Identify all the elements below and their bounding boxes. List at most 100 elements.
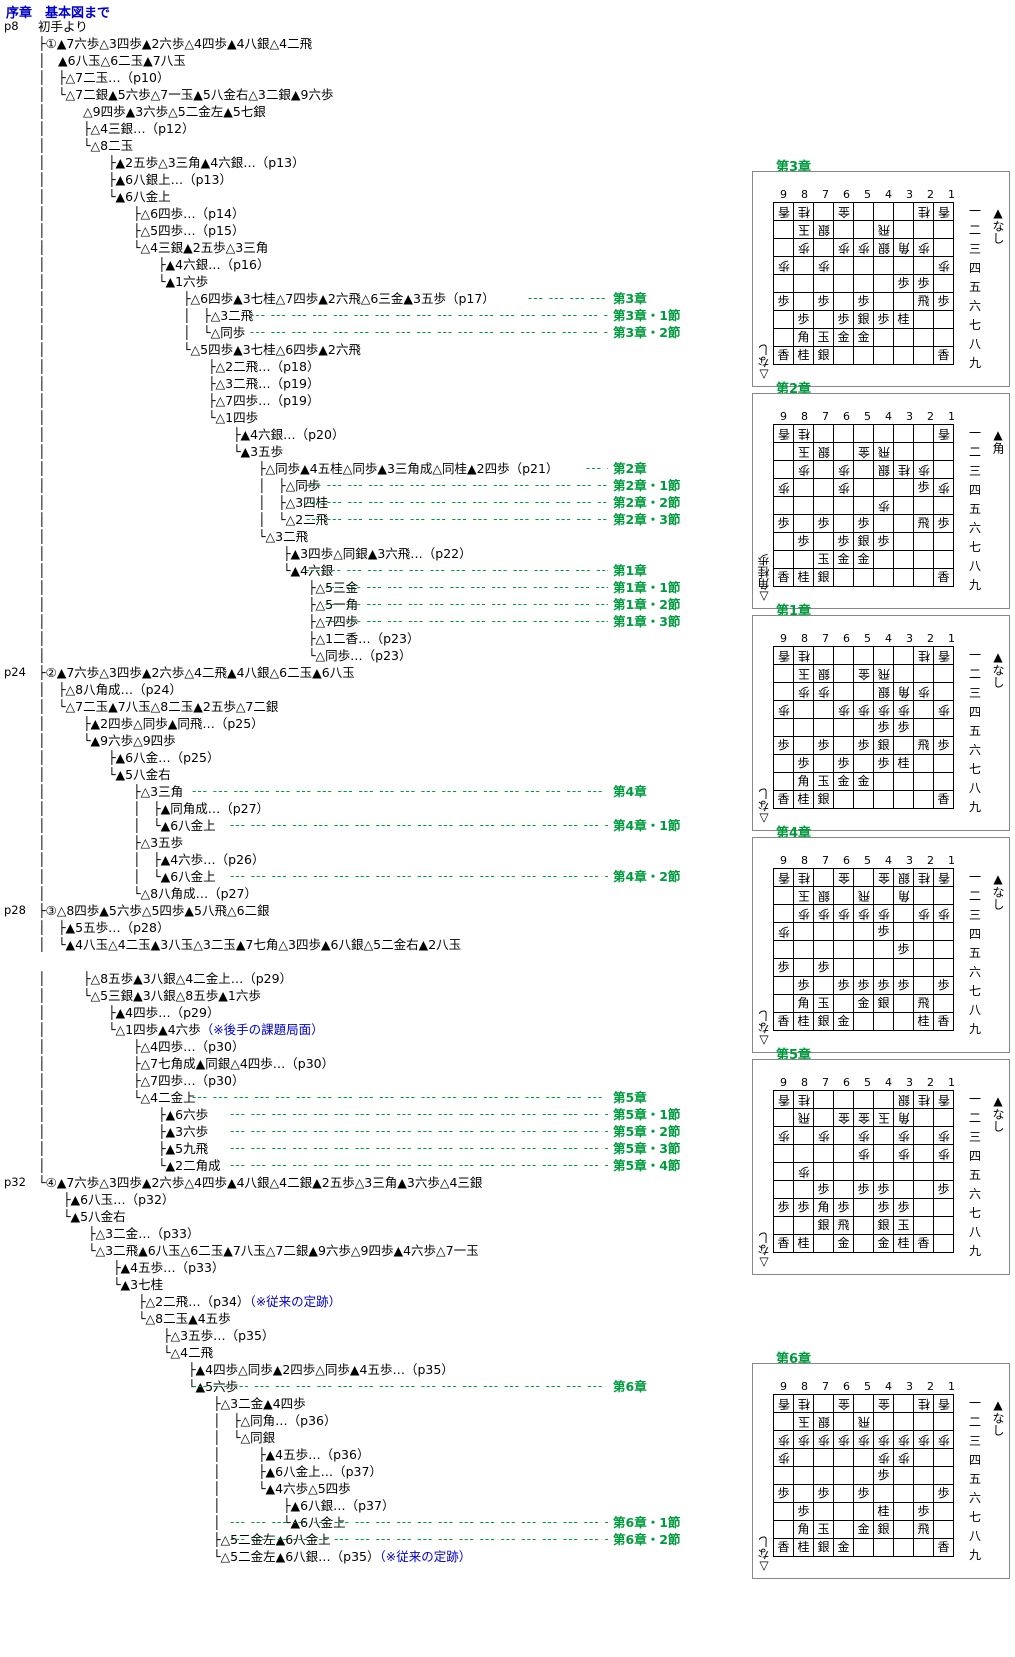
chapter-link[interactable]: 第2章 [613, 461, 647, 476]
piece: 歩 [933, 904, 954, 923]
empty-square [913, 976, 934, 995]
piece: 歩 [853, 514, 874, 533]
empty-square [813, 1394, 834, 1413]
page-ref: p8 [4, 19, 19, 33]
chapter-link[interactable]: 第4章 [613, 784, 647, 799]
row-label: 七 [969, 984, 982, 998]
empty-square [933, 274, 954, 293]
piece: 香 [933, 202, 954, 221]
piece: 香 [933, 568, 954, 587]
empty-square [813, 478, 834, 497]
piece: 歩 [873, 904, 894, 923]
piece: 歩 [833, 904, 854, 923]
column-label: 5 [864, 1380, 871, 1393]
chapter-link[interactable]: 第2章・1節 [613, 478, 681, 493]
row-label: 二 [969, 667, 982, 681]
piece: 金 [853, 442, 874, 461]
move-sequence: │ △9四歩▲3六歩△5二金左▲5七銀 [38, 104, 266, 119]
chapter-link[interactable]: 第3章 [613, 291, 647, 306]
empty-square [933, 496, 954, 515]
chapter-link[interactable]: 第5章・2節 [613, 1124, 681, 1139]
empty-square [833, 1502, 854, 1521]
move-sequence: │ ├△3二飛…（p19） [38, 376, 320, 391]
empty-square [793, 514, 814, 533]
chapter-link[interactable]: 第6章・1節 [613, 1515, 681, 1530]
chapter-link[interactable]: 第1章・3節 [613, 614, 681, 629]
column-label: 2 [927, 1380, 934, 1393]
row-label: 二 [969, 1111, 982, 1125]
piece: 銀 [813, 886, 834, 905]
empty-square [833, 1090, 854, 1109]
chapter-link[interactable]: 第3章・2節 [613, 325, 681, 340]
chapter-link[interactable]: 第5章・1節 [613, 1107, 681, 1122]
tree-line: │ ├△5三金 [38, 579, 358, 596]
empty-square [793, 1180, 814, 1199]
column-label: 8 [801, 1076, 808, 1089]
empty-square [893, 922, 914, 941]
piece: 桂 [793, 202, 814, 221]
piece: 歩 [893, 1126, 914, 1145]
piece: 歩 [833, 1430, 854, 1449]
piece: 銀 [853, 532, 874, 551]
tree-line: │ ├▲4四歩…（p29） [38, 1004, 219, 1021]
piece: 歩 [813, 1484, 834, 1503]
empty-square [773, 328, 794, 347]
move-sequence: │ │ ├△3四桂 [38, 495, 329, 510]
chapter-link[interactable]: 第4章・1節 [613, 818, 681, 833]
column-label: 2 [927, 410, 934, 423]
empty-square [833, 1466, 854, 1485]
move-sequence: │ ├△同歩▲4五桂△同歩▲3三角成△同桂▲2四歩（p21） [38, 461, 559, 476]
piece: 香 [773, 1538, 794, 1557]
chapter-link[interactable]: 第4章・2節 [613, 869, 681, 884]
leader-dashes: --- --- --- --- --- --- --- --- --- --- … [325, 614, 608, 628]
move-sequence: │ ├▲5五歩…（p28） [38, 920, 170, 935]
piece: 銀 [813, 790, 834, 809]
tree-line: ├△5二金左▲6八金上 [38, 1531, 331, 1548]
column-label: 4 [885, 1380, 892, 1393]
empty-square [933, 220, 954, 239]
chapter-link[interactable]: 第5章・3節 [613, 1141, 681, 1156]
move-sequence: ├▲6八玉…（p32） [38, 1192, 175, 1207]
piece: 桂 [793, 1090, 814, 1109]
row-labels: 一二三四五六七八九 [969, 202, 981, 373]
piece: 歩 [853, 1144, 874, 1163]
chapter-link[interactable]: 第6章 [613, 1379, 647, 1394]
chapter-link[interactable]: 第5章 [613, 1090, 647, 1105]
empty-square [773, 220, 794, 239]
chapter-link[interactable]: 第6章・2節 [613, 1532, 681, 1547]
chapter-link[interactable]: 第1章・2節 [613, 597, 681, 612]
chapter-link[interactable]: 第5章・4節 [613, 1158, 681, 1173]
piece: 金 [853, 664, 874, 683]
tree-line: │ └△5三銀▲3八銀△8五歩▲1六歩 [38, 987, 261, 1004]
chapter-link[interactable]: 第2章・2節 [613, 495, 681, 510]
chapter-link[interactable]: 第1章・1節 [613, 580, 681, 595]
empty-square [853, 682, 874, 701]
empty-square [853, 496, 874, 515]
row-label: 六 [969, 1491, 982, 1505]
piece: 歩 [853, 1126, 874, 1145]
chapter-link[interactable]: 第3章・1節 [613, 308, 681, 323]
empty-square [893, 346, 914, 365]
empty-square [773, 754, 794, 773]
empty-square [853, 478, 874, 497]
piece: 香 [933, 868, 954, 887]
piece: 歩 [793, 1162, 814, 1181]
column-label: 7 [822, 632, 829, 645]
piece: 香 [773, 1012, 794, 1031]
empty-square [833, 994, 854, 1013]
empty-square [933, 1198, 954, 1217]
tree-line: │ ├▲3六歩 [38, 1123, 208, 1140]
empty-square [793, 550, 814, 569]
empty-square [833, 664, 854, 683]
move-sequence: │ └▲4六歩△5四歩 [38, 1481, 351, 1496]
empty-square [813, 1162, 834, 1181]
chapter-link[interactable]: 第1章 [613, 563, 647, 578]
move-sequence: 初手より [38, 19, 88, 34]
empty-square [773, 274, 794, 293]
column-label: 2 [927, 632, 934, 645]
tree-line: └▲5六歩 [38, 1378, 238, 1395]
chapter-link[interactable]: 第2章・3節 [613, 512, 681, 527]
piece: 歩 [793, 460, 814, 479]
